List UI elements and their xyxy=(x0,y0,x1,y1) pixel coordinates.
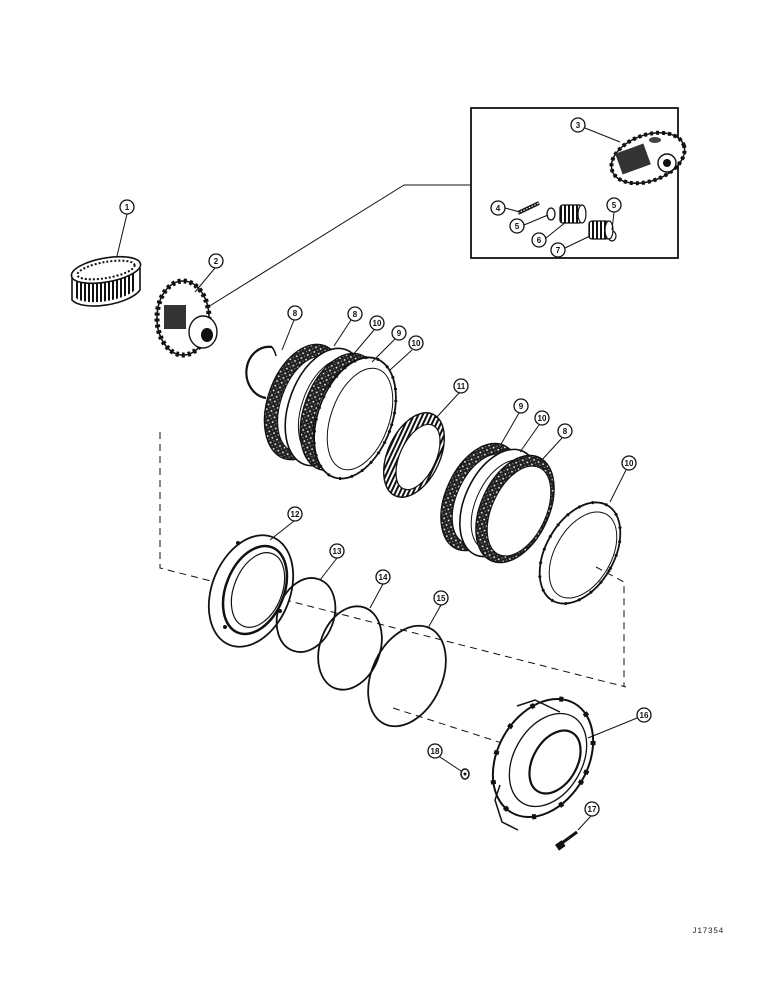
callout-seal-small: 13 xyxy=(329,543,345,559)
callout-label: 6 xyxy=(537,236,542,245)
callout-bubble xyxy=(408,335,424,351)
callout-label: 1 xyxy=(125,203,130,212)
end-plate-part xyxy=(538,500,622,606)
callout-bubble xyxy=(369,315,385,331)
callout-label: 16 xyxy=(640,711,649,720)
callout-ring-gear: 1 xyxy=(119,199,135,215)
callout-label: 13 xyxy=(333,547,342,556)
callout-bubble xyxy=(453,378,469,394)
drawing-number: J17354 xyxy=(692,927,724,936)
callout-bubble xyxy=(427,743,443,759)
snap-ring-part xyxy=(245,345,277,400)
callout-label: 12 xyxy=(291,510,300,519)
callout-bubble xyxy=(347,306,363,322)
callout-pin: 4 xyxy=(490,200,506,216)
callout-friction-disc-a: 8 xyxy=(347,306,363,322)
hub-ring-part xyxy=(383,412,445,498)
seal-large-part xyxy=(367,624,447,728)
callout-housing: 16 xyxy=(636,707,652,723)
planet-carrier-part xyxy=(154,278,218,358)
callout-separator-plate-a: 10 xyxy=(369,315,385,331)
callout-bubble xyxy=(531,232,547,248)
callout-end-plate: 10 xyxy=(621,455,637,471)
callout-label: 2 xyxy=(214,257,219,266)
callout-friction-disc-c: 9 xyxy=(513,398,529,414)
callout-label: 10 xyxy=(373,319,382,328)
callout-label: 17 xyxy=(588,805,597,814)
seal-medium-part xyxy=(317,605,383,691)
callout-friction-disc-b: 9 xyxy=(391,325,407,341)
callout-label: 10 xyxy=(538,414,547,423)
callout-bubble xyxy=(119,199,135,215)
callout-bubble xyxy=(208,253,224,269)
callout-separator-plate-b: 10 xyxy=(408,335,424,351)
callout-bubble xyxy=(433,590,449,606)
callout-friction-disc-d: 8 xyxy=(557,423,573,439)
callout-bubble xyxy=(513,398,529,414)
callout-bubble xyxy=(621,455,637,471)
callout-bubble xyxy=(509,218,525,234)
callout-bolt: 17 xyxy=(584,801,600,817)
callout-bubble xyxy=(534,410,550,426)
callout-bubble xyxy=(490,200,506,216)
housing-part xyxy=(490,696,596,831)
callout-label: 15 xyxy=(437,594,446,603)
callout-bubble xyxy=(375,569,391,585)
callout-planet-gear: 7 xyxy=(550,242,566,258)
bolt-part xyxy=(555,830,578,851)
callout-label: 5 xyxy=(612,201,617,210)
callout-bubble xyxy=(606,197,622,213)
callout-label: 7 xyxy=(556,246,561,255)
callout-label: 11 xyxy=(457,382,466,391)
callout-label: 4 xyxy=(496,204,501,213)
planet-gear-part xyxy=(588,220,614,240)
callout-bubble xyxy=(550,242,566,258)
plug-part xyxy=(460,768,470,780)
carrier-detail-part xyxy=(609,130,687,186)
callout-label: 10 xyxy=(625,459,634,468)
leader-lines xyxy=(116,127,638,831)
callout-seal-large: 15 xyxy=(433,590,449,606)
callout-label: 8 xyxy=(563,427,568,436)
callout-bubble xyxy=(287,506,303,522)
callout-bubble xyxy=(557,423,573,439)
seal-small-part xyxy=(275,577,337,653)
callout-washer-left: 5 xyxy=(509,218,525,234)
callout-separator-plate-c: 10 xyxy=(534,410,550,426)
callout-label: 10 xyxy=(412,339,421,348)
friction-disc-d-part xyxy=(475,454,555,564)
separator-plate-b-part xyxy=(312,355,398,481)
callout-bubble xyxy=(570,117,586,133)
piston-part xyxy=(207,534,295,648)
callout-label: 9 xyxy=(519,402,524,411)
callout-label: 3 xyxy=(576,121,581,130)
callout-piston: 12 xyxy=(287,506,303,522)
callout-snap-ring: 8 xyxy=(287,305,303,321)
callout-bubble xyxy=(636,707,652,723)
callout-label: 5 xyxy=(515,222,520,231)
callout-washer-right: 5 xyxy=(606,197,622,213)
callout-hub-ring: 11 xyxy=(453,378,469,394)
callout-label: 14 xyxy=(379,573,388,582)
callout-bubble xyxy=(584,801,600,817)
inset-detail-box xyxy=(207,107,679,308)
callout-bubble xyxy=(391,325,407,341)
callout-label: 18 xyxy=(431,747,440,756)
callout-bubble xyxy=(329,543,345,559)
callout-plug: 18 xyxy=(427,743,443,759)
callout-carrier-detail: 3 xyxy=(570,117,586,133)
bearing-part xyxy=(559,204,587,224)
callout-seal-medium: 14 xyxy=(375,569,391,585)
callout-label: 9 xyxy=(397,329,402,338)
callout-label: 8 xyxy=(353,310,358,319)
pin-part xyxy=(517,201,540,215)
ring-gear-part xyxy=(70,255,142,307)
callout-bubble xyxy=(287,305,303,321)
callout-planet-carrier: 2 xyxy=(208,253,224,269)
callout-label: 8 xyxy=(293,309,298,318)
callout-bearing: 6 xyxy=(531,232,547,248)
